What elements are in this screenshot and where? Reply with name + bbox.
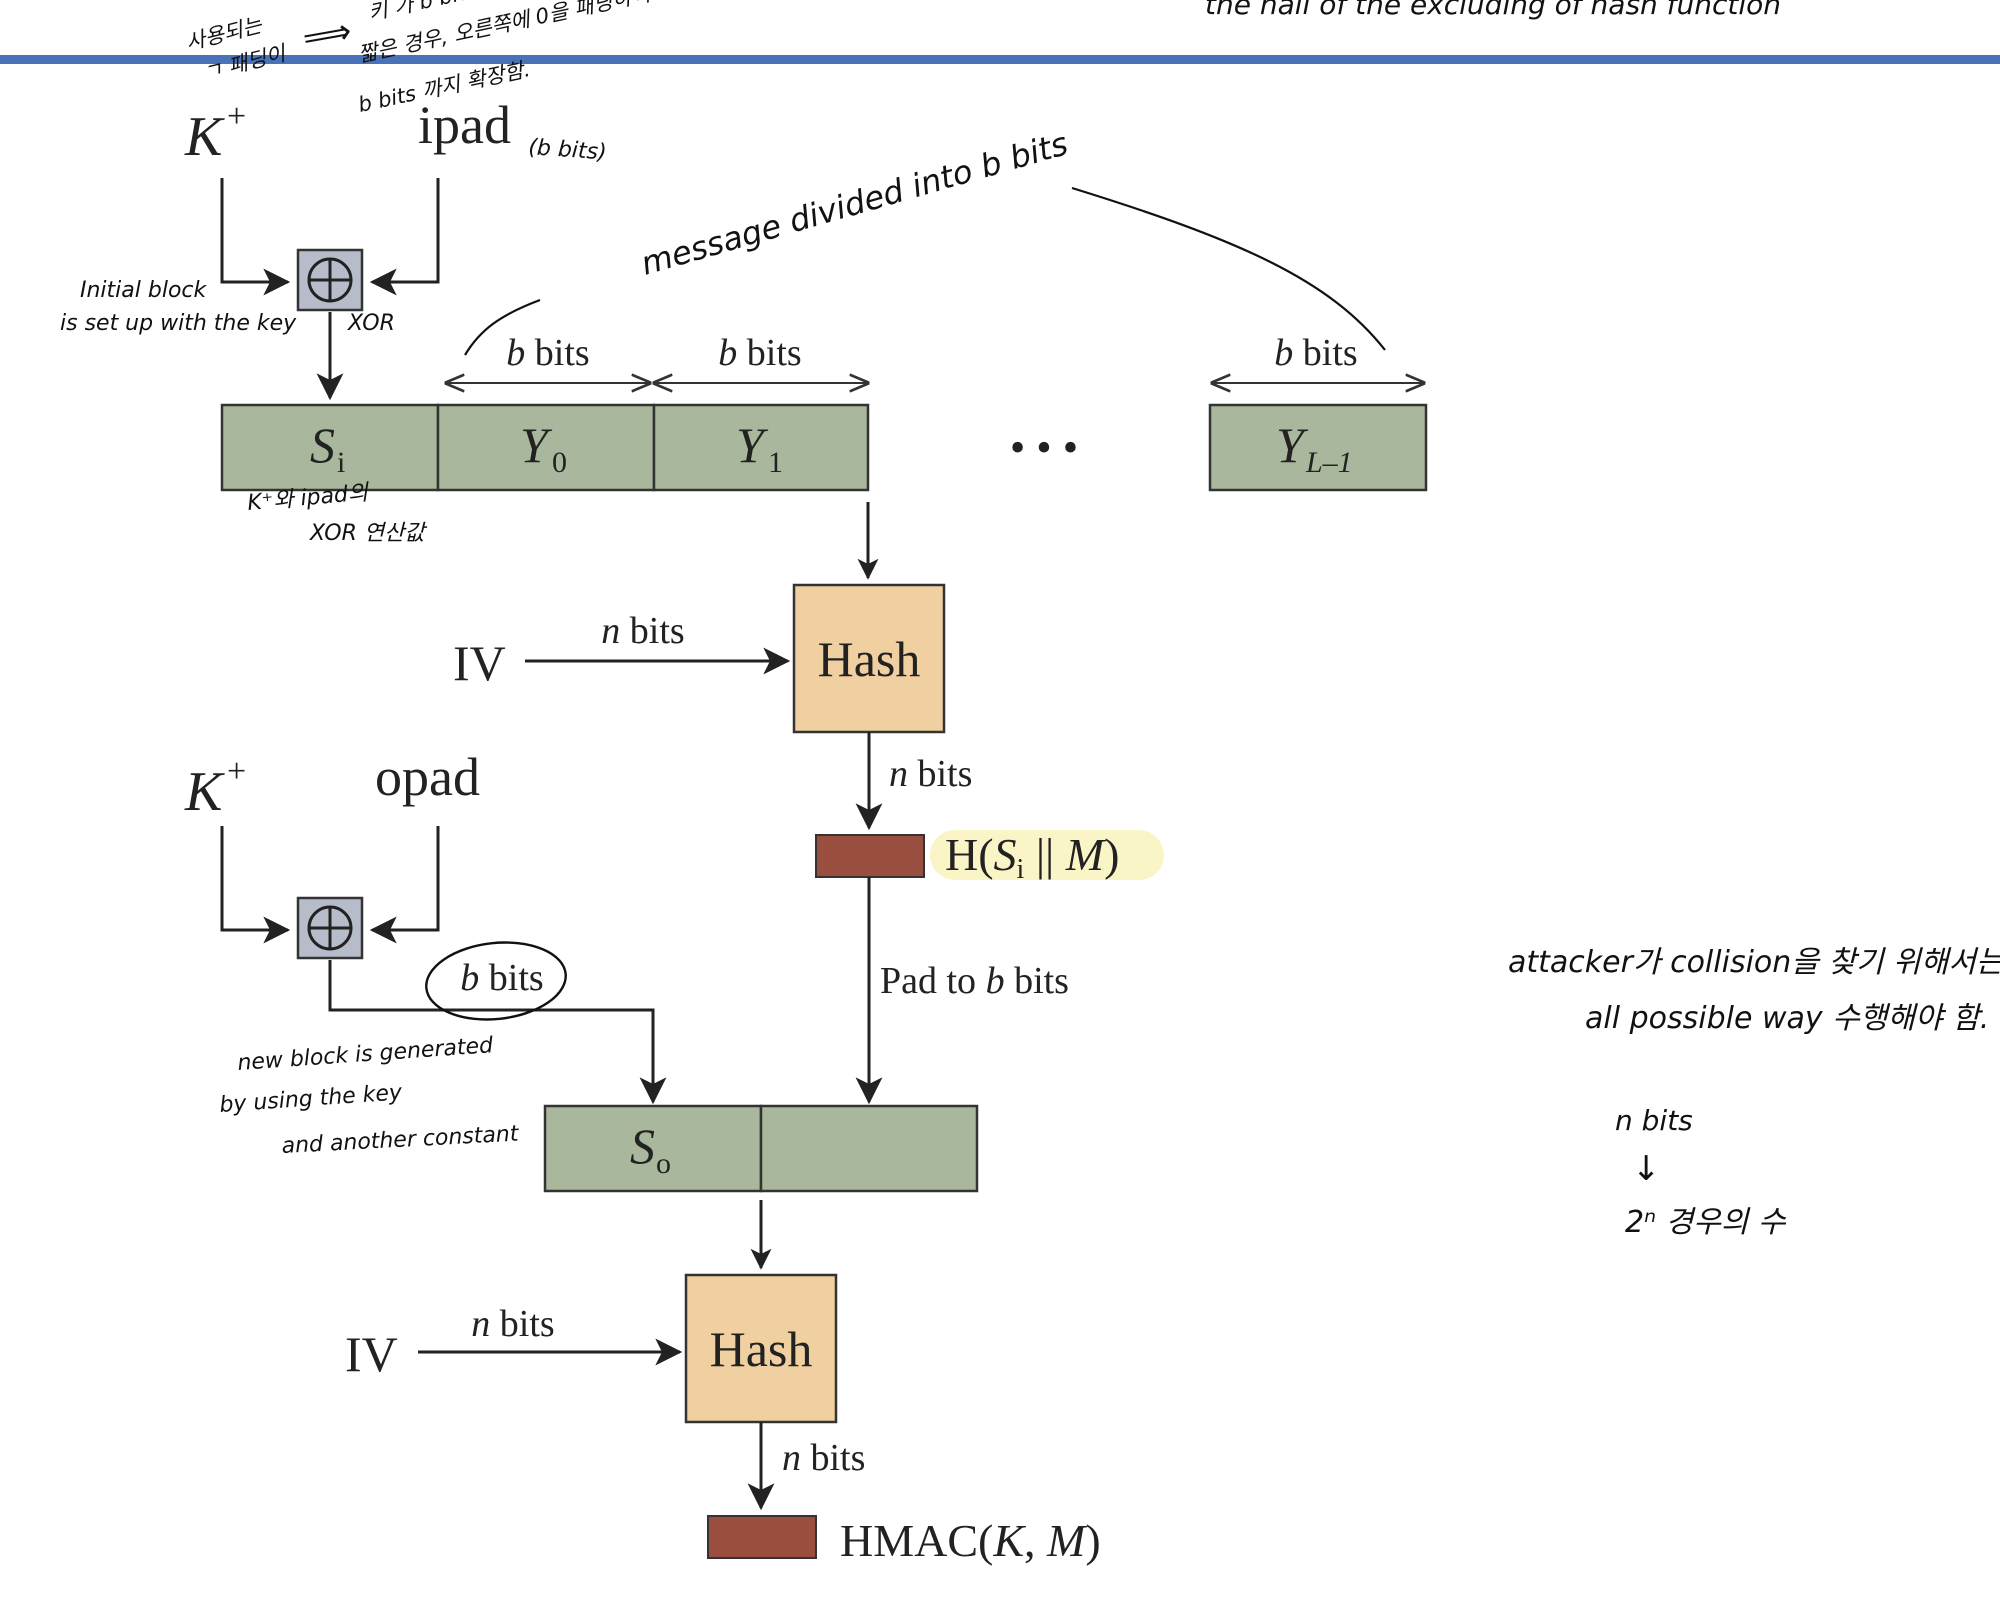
k-plus-bottom-sup: +: [227, 753, 246, 790]
svg-text:S: S: [630, 1118, 655, 1174]
dim-ylast: b bits: [1212, 332, 1424, 383]
dim-y1: b bits: [654, 332, 868, 383]
svg-text:L–1: L–1: [1305, 446, 1353, 479]
pad-label: Pad to b bits: [880, 960, 1069, 1002]
note-nbits: n bits: [1615, 1104, 1693, 1137]
note-si-2: XOR 연산값: [309, 521, 427, 546]
svg-text:Y: Y: [1276, 417, 1309, 473]
ipad-to-xor-arrow: [369, 178, 440, 296]
note-initial-block-1: Initial block: [80, 278, 208, 303]
note-attacker-1: attacker가 collision을 찾기 위해서는: [1508, 945, 2000, 980]
k-plus-to-xor2-arrow: [220, 826, 291, 944]
opad-to-xor2-arrow: [369, 826, 440, 944]
xor-top: [296, 248, 364, 312]
hash-inner: Hash: [792, 583, 946, 734]
block-padded-inner-hash: [759, 1104, 979, 1193]
hmac-output-block: [707, 1515, 817, 1559]
iv-top: IV: [453, 635, 506, 691]
svg-text:b bits: b bits: [718, 332, 801, 374]
svg-text:Y: Y: [520, 417, 553, 473]
inner-key-label: K +: [184, 98, 246, 168]
svg-text:1: 1: [768, 446, 783, 479]
note-curve-left: [464, 298, 541, 356]
note-top-right: the hall of the excluding of hash functi…: [1205, 0, 1781, 21]
svg-text:Y: Y: [736, 417, 769, 473]
iv-top-nbits: n bits: [601, 610, 684, 652]
svg-text:0: 0: [552, 446, 567, 479]
right-handwritten-notes: attacker가 collision을 찾기 위해서는 all possibl…: [1508, 945, 2000, 1240]
svg-text:S: S: [310, 417, 335, 473]
block-si: S i: [220, 403, 440, 492]
iv-bottom: IV: [345, 1326, 398, 1382]
dim-y0: b bits: [446, 332, 650, 383]
svg-text:b bits: b bits: [1274, 332, 1357, 374]
block-y1: Y 1: [652, 403, 870, 492]
note-new-block-3: and another constant: [281, 1122, 520, 1159]
xor2-bbits: b bits: [460, 957, 543, 999]
note-initial-block-2: is set up with the key: [60, 311, 297, 336]
note-two-n: 2ⁿ 경우의 수: [1625, 1205, 1787, 1240]
note-new-block-1: new block is generated: [237, 1033, 495, 1076]
ipad-label: ipad: [418, 95, 511, 155]
block-y0: Y 0: [436, 403, 656, 492]
top-rule: [0, 55, 2000, 64]
hmac-output-label: HMAC(K, M): [840, 1515, 1101, 1566]
note-ipad-bits: (b bits): [528, 135, 608, 165]
outer-key-label: K +: [184, 753, 246, 823]
opad-label: opad: [375, 747, 480, 807]
hash2-nbits: n bits: [782, 1437, 865, 1479]
note-xor: XOR: [347, 311, 395, 336]
block-so: S o: [543, 1104, 763, 1193]
blocks-ellipsis: • • •: [1010, 423, 1078, 472]
hash1-nbits: n bits: [889, 753, 972, 795]
k-plus-top: K: [184, 106, 225, 168]
svg-text:b bits: b bits: [506, 332, 589, 374]
inner-output-highlight: [930, 830, 1164, 880]
inner-output-label: H(Si || M): [945, 829, 1119, 885]
note-new-block-2: by using the key: [219, 1080, 404, 1118]
block-ylast: Y L–1: [1208, 403, 1428, 492]
svg-text:Hash: Hash: [710, 1321, 813, 1377]
k-plus-to-xor-arrow: [220, 178, 291, 296]
hash-outer: Hash: [684, 1273, 838, 1424]
note-message-divided: message divided into b bits: [637, 124, 1072, 282]
k-plus-top-sup: +: [227, 98, 246, 135]
iv-bottom-nbits: n bits: [471, 1303, 554, 1345]
xor-bottom: [296, 896, 364, 960]
inner-output-block: [815, 834, 925, 878]
k-plus-bottom: K: [184, 761, 225, 823]
svg-text:Hash: Hash: [818, 631, 921, 687]
note-attacker-2: all possible way 수행해야 함.: [1585, 1001, 1989, 1036]
note-bbits-circle: [425, 941, 567, 1021]
svg-text:i: i: [337, 446, 345, 479]
xor2-to-so-arrow: [328, 960, 667, 1105]
svg-text:o: o: [656, 1147, 671, 1180]
note-top-arrow: ⟹: [300, 11, 355, 59]
note-curve-right: [1071, 186, 1386, 351]
note-down-arrow: ↓: [1632, 1149, 1661, 1189]
